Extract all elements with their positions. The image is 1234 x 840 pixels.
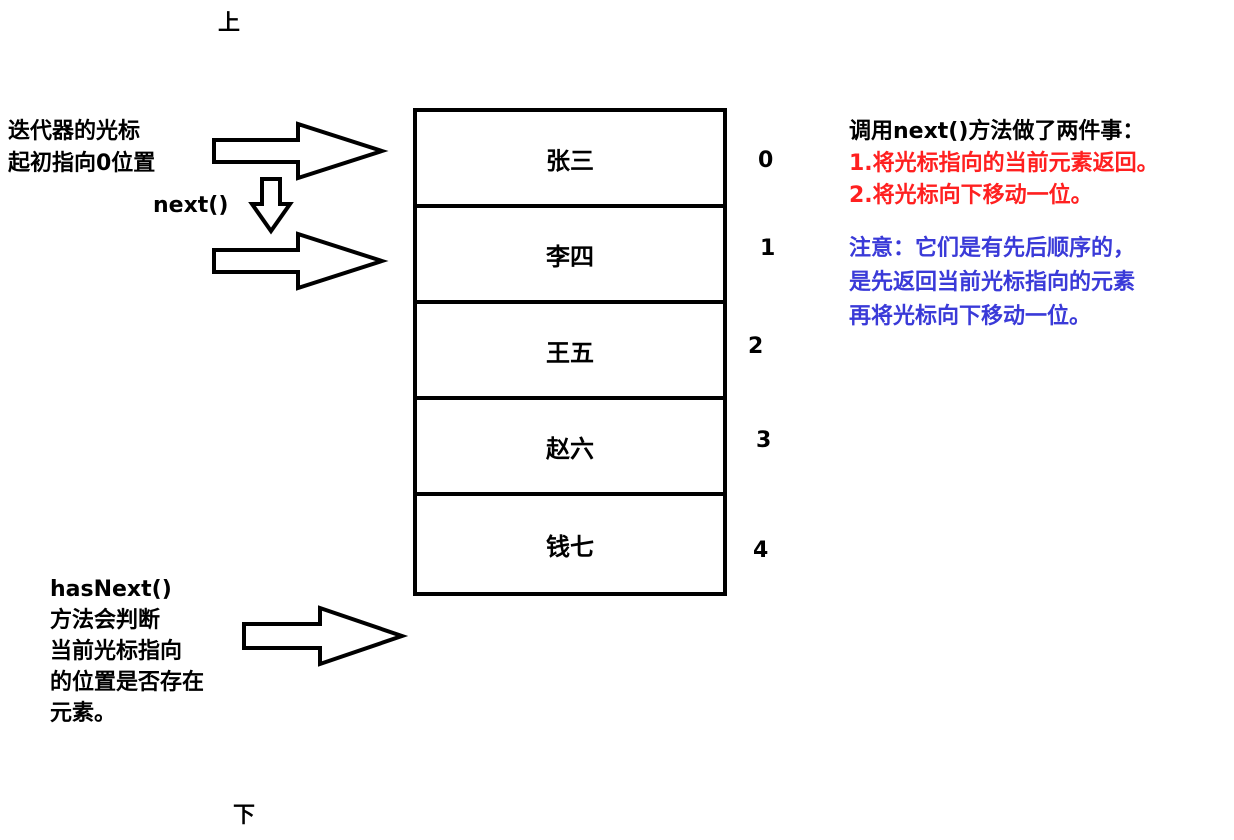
has-next-line-5: 元素。	[50, 701, 117, 726]
caution-line-3: 再将光标向下移动一位。	[849, 304, 1092, 329]
list-item-name: 钱七	[546, 532, 594, 561]
bottom-label: 下	[233, 803, 256, 828]
caution-line-1: 注意：它们是有先后顺序的，	[849, 236, 1136, 261]
has-next-line-3: 当前光标指向	[50, 639, 183, 664]
index-label-0: 0	[758, 148, 774, 173]
has-next-label: hasNext() 方法会判断 当前光标指向 的位置是否存在 元素。	[50, 574, 204, 729]
list-item-name: 李四	[546, 242, 594, 271]
caution-line-2: 是先返回当前光标指向的元素	[849, 270, 1136, 295]
cursor-initial-line-2: 起初指向0位置	[8, 151, 156, 176]
cursor-initial-line-1: 迭代器的光标	[8, 119, 141, 144]
list-item: 王五	[417, 304, 723, 400]
list-item: 钱七	[417, 496, 723, 592]
index-label-3: 3	[756, 428, 772, 453]
next-method-note: 调用next()方法做了两件事： 1.将光标指向的当前元素返回。 2.将光标向下…	[849, 116, 1159, 212]
collection-list: 张三 李四 王五 赵六 钱七	[413, 108, 727, 596]
note-title: 调用next()方法做了两件事：	[849, 119, 1145, 144]
index-label-2: 2	[748, 334, 764, 359]
list-item-name: 王五	[546, 338, 594, 367]
index-label-4: 4	[753, 538, 769, 563]
list-item-name: 赵六	[546, 434, 594, 463]
next-down-arrow	[248, 177, 294, 235]
order-caution-note: 注意：它们是有先后顺序的， 是先返回当前光标指向的元素 再将光标向下移动一位。	[849, 232, 1135, 334]
cursor-arrow-after-next	[212, 231, 389, 291]
list-item: 张三	[417, 112, 723, 208]
next-call-label: next()	[153, 193, 229, 218]
has-next-line-4: 的位置是否存在	[50, 670, 205, 695]
has-next-arrow	[242, 605, 409, 667]
cursor-arrow-initial	[212, 121, 389, 181]
list-item: 李四	[417, 208, 723, 304]
index-label-1: 1	[760, 236, 776, 261]
list-item: 赵六	[417, 400, 723, 496]
list-item-name: 张三	[546, 146, 594, 175]
top-label: 上	[218, 11, 241, 36]
has-next-line-2: 方法会判断	[50, 608, 161, 633]
cursor-initial-label: 迭代器的光标 起初指向0位置	[8, 116, 155, 180]
has-next-line-1: hasNext()	[50, 577, 172, 602]
note-step-1: 1.将光标指向的当前元素返回。	[849, 151, 1159, 176]
note-step-2: 2.将光标向下移动一位。	[849, 183, 1093, 208]
